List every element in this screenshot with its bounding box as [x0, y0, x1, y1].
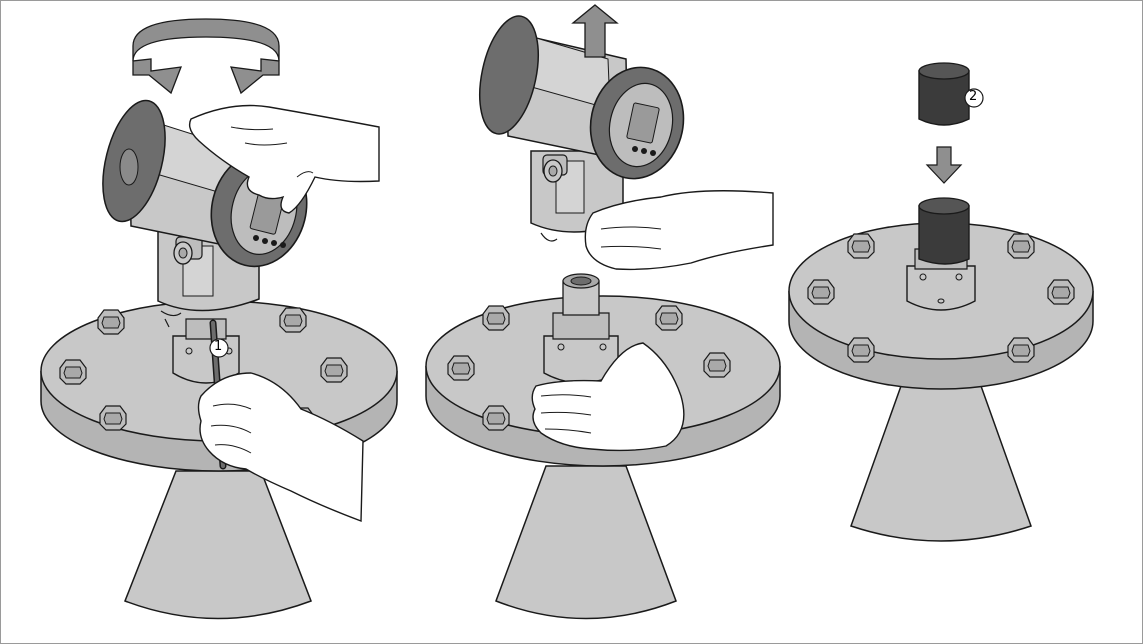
rotate-arrows-icon: [133, 19, 279, 93]
horn-antenna: [125, 471, 311, 619]
horn-antenna: [851, 386, 1031, 541]
step-3-install-cap: [789, 63, 1093, 541]
protective-cap: [919, 63, 969, 125]
protective-cap-installed: [919, 198, 969, 264]
horn-antenna: [496, 466, 676, 619]
step-2-remove-housing: [426, 5, 780, 619]
callout-1: 1: [214, 340, 222, 353]
lower-down-arrow-icon: [927, 147, 961, 183]
step-1-rotate-housing: [41, 19, 397, 619]
callout-2: 2: [969, 90, 977, 103]
